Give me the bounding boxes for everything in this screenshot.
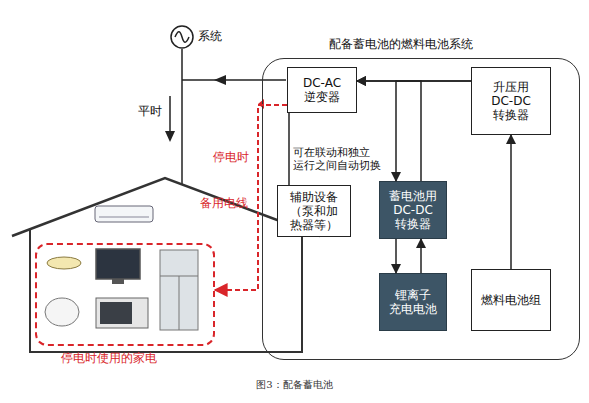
process-box: 升压用 DC-DC 转换器 [471, 67, 551, 135]
process-box: 蓄电池用 DC-DC 转换器 [379, 181, 447, 239]
air-conditioner [95, 206, 153, 222]
node-text: DC-AC 逆变器 [292, 76, 352, 104]
node-text: 辅助设备 （泵和加 热器等） [282, 190, 346, 232]
rice-cooker [45, 298, 79, 326]
node-heading: 系统 [198, 29, 222, 43]
node-text: 蓄电池用 DC-DC 转换器 [388, 189, 438, 231]
node-heading: 停电时使用的家电 [61, 351, 157, 365]
flow-arrowhead [214, 75, 226, 85]
tv-stand [112, 279, 124, 284]
note-label: 可在联动和独立 运行之间自动切换 [293, 146, 383, 172]
figure-caption: 图3：配备蓄电池 [0, 378, 589, 392]
backup-region: 停电时使用的家电 [35, 243, 215, 346]
note-label: 平时 [138, 104, 162, 118]
refrigerator [160, 250, 198, 330]
ac-source-symbol [170, 25, 194, 49]
system-boundary: 配备蓄电池的燃料电池系统DC-AC 逆变器升压用 DC-DC 转换器辅助设备 （… [262, 58, 580, 360]
ac-source-circle [171, 26, 193, 48]
connector-arrow [420, 239, 422, 273]
microwave [96, 298, 148, 328]
connector-arrow [288, 113, 290, 185]
node-text: 燃料电池组 [481, 293, 541, 307]
node-text: 升压用 DC-DC 转换器 [487, 80, 535, 122]
connector-arrow [357, 80, 471, 82]
node-heading: 配备蓄电池的燃料电池系统 [329, 37, 473, 51]
battery-box: 锂离子 充电电池 [379, 273, 447, 331]
connector-arrow [396, 81, 471, 181]
output-wire [182, 79, 286, 81]
normal-flow-arrowhead [165, 131, 175, 142]
air-conditioner-vent [99, 217, 149, 218]
note-label: 备用电线 [200, 196, 248, 210]
grid-wire [181, 49, 183, 184]
process-box: 辅助设备 （泵和加 热器等） [277, 185, 351, 237]
note-label: 停电时 [213, 150, 249, 164]
ceiling-lamp [47, 257, 81, 269]
sine-symbol [175, 32, 189, 43]
process-box: DC-AC 逆变器 [287, 67, 357, 113]
tv-screen [96, 249, 140, 279]
backup-arrowhead [258, 99, 264, 109]
process-box: 燃料电池组 [471, 269, 551, 331]
refrigerator-door [179, 276, 180, 330]
node-text: 锂离子 充电电池 [384, 288, 442, 316]
ac-source: 系统 [170, 25, 240, 49]
connector-arrow [395, 239, 397, 273]
microwave-window [100, 302, 132, 324]
house-roof [12, 178, 320, 236]
connector-arrow [510, 135, 512, 269]
normal-flow-arrow [169, 96, 171, 134]
